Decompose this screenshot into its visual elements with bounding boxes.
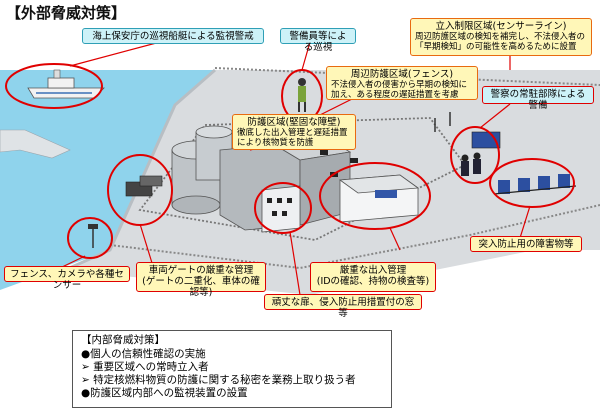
guard-figure [298,78,306,112]
entry-building [338,174,420,223]
callout-police: 警察の常駐部隊による警備 [482,86,594,111]
vehicle-gate-title: 車両ゲートの厳重な管理 [148,265,254,276]
sensor-poles [88,112,451,248]
callout-entry-control: 厳重な出入管理 (IDの確認、持物の検査等) [310,262,436,292]
entry-desc: (IDの確認、持物の検査等) [316,276,430,287]
vehicle-gate [125,175,163,197]
entry-title: 厳重な出入管理 [339,265,407,276]
callout-intrusion-zone: 立入制限区域(センサーライン) 周辺防護区域の検知を補完し、不法侵入者の「早期検… [410,18,592,56]
callout-vehicle-gate: 車両ゲートの厳重な管理 (ゲートの二重化、車体の確認等) [136,262,266,298]
internal-item: ●防護区域内部への監視装置の設置 [81,387,248,399]
callout-barriers: 突入防止用の障害物等 [470,236,582,252]
callout-sturdy-door: 頑丈な扉、侵入防止用措置付の窓等 [264,294,422,319]
reactor-building [171,125,233,215]
internal-item: ●個人の信頼性確認の実施 [81,348,206,360]
internal-item: ➢ 重要区域への常時立入者 [81,361,209,373]
callout-protected-area: 防護区域(堅固な障壁) 徹底した出入管理と遅延措置により核物質を防護 [232,114,356,150]
perimeter-desc: 不法侵入者の侵害から早期の検知に加え、ある程度の遅延措置を考慮 [331,80,468,100]
patrol-ship [27,69,105,99]
protected-area-title: 防護区域(堅固な障壁) [247,117,341,128]
internal-item: ➢ 特定核燃料物質の防護に関する秘密を業務上取り扱う者 [81,374,356,386]
intrusion-zone-desc: 周辺防護区域の検知を補完し、不法侵入者の「早期検知」の可能性を高めるために設置 [415,32,586,52]
front-building [261,185,301,233]
callout-coast-guard: 海上保安庁の巡視船艇による監視警戒 [82,28,264,44]
callout-guards: 警備員等による巡視 [280,28,356,53]
perimeter-title: 周辺防護区域(フェンス) [350,69,454,80]
outer-fence-front [109,204,600,270]
anti-ram-barriers [493,174,577,195]
callout-fence-sensors: フェンス、カメラや各種センサー [4,266,130,291]
callout-perimeter: 周辺防護区域(フェンス) 不法侵入者の侵害から早期の検知に加え、ある程度の遅延措… [326,66,478,100]
internal-threat-box: 【内部脅威対策】 ●個人の信頼性確認の実施 ➢ 重要区域への常時立入者 ➢ 特定… [72,330,392,408]
internal-heading: 【内部脅威対策】 [81,334,165,346]
protected-area-desc: 徹底した出入管理と遅延措置により核物質を防護 [237,128,348,148]
vehicle-gate-desc: (ゲートの二重化、車体の確認等) [142,276,260,298]
page-title: 【外部脅威対策】 [6,4,127,22]
pier [0,129,71,159]
intrusion-zone-title: 立入制限区域(センサーライン) [435,21,567,32]
sea [0,70,215,290]
